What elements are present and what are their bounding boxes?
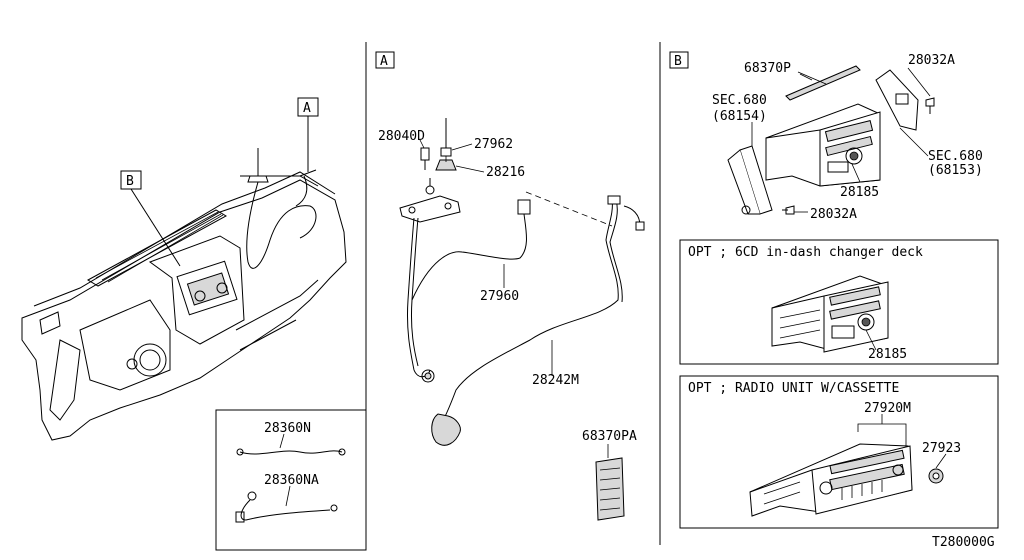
part-label-28032A-bottom: 28032A [810, 207, 857, 222]
part-label-68153: (68153) [928, 163, 983, 178]
diagram-code: T280000G [932, 535, 995, 550]
part-label-sec680-left: SEC.680 [712, 93, 767, 108]
callout-a-label: A [303, 101, 311, 116]
section-dividers [215, 42, 999, 551]
callout-b-label: B [126, 174, 134, 189]
part-label-68154: (68154) [712, 109, 767, 124]
part-label-28040D: 28040D [378, 129, 425, 144]
detail-b-title: B [674, 54, 682, 69]
cable-inset [235, 433, 346, 523]
part-label-28216: 28216 [486, 165, 525, 180]
part-label-68370PA: 68370PA [582, 429, 637, 444]
detail-a-leaders [419, 139, 609, 458]
detail-a-title: A [380, 54, 388, 69]
part-label-28360N: 28360N [264, 421, 311, 436]
part-label-27962: 27962 [474, 137, 513, 152]
part-label-27960: 27960 [480, 289, 519, 304]
option-cassette-knob-label: 27923 [922, 441, 961, 456]
part-label-28032A-top: 28032A [908, 53, 955, 68]
radio-unit-assembly [727, 65, 935, 215]
antenna-assembly [399, 118, 645, 446]
detail-b-title-box [669, 51, 689, 69]
part-label-28185: 28185 [840, 185, 879, 200]
option-cassette-unit-label: 27920M [864, 401, 911, 416]
option-6cd-part-label: 28185 [868, 347, 907, 362]
part-label-sec680-right: SEC.680 [928, 149, 983, 164]
detail-b-leaders [751, 67, 931, 213]
part-label-28242M: 28242M [532, 373, 579, 388]
part-label-28360NA: 28360NA [264, 473, 319, 488]
cd-changer-deck [771, 275, 889, 353]
cassette-radio-unit [749, 414, 947, 517]
option-cassette-title: OPT ; RADIO UNIT W/CASSETTE [688, 381, 899, 396]
detail-a-title-box [375, 51, 395, 69]
dashboard-overview [21, 97, 347, 441]
option-6cd-title: OPT ; 6CD in-dash changer deck [688, 245, 923, 260]
part-label-68370P: 68370P [744, 61, 791, 76]
